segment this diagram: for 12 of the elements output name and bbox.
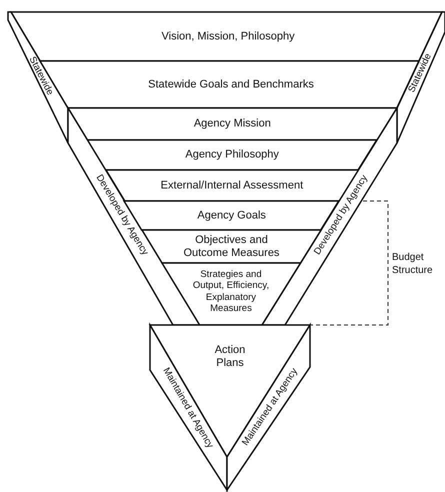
bracket-label: Budget Structure — [392, 252, 434, 277]
band-label: Action Plans — [214, 344, 246, 370]
funnel-band — [68, 108, 397, 140]
band-label: Agency Mission — [192, 117, 272, 131]
band-label: Objectives and Outcome Measures — [182, 233, 280, 260]
band-label: Statewide Goals and Benchmarks — [147, 78, 315, 92]
band-label: Agency Philosophy — [184, 148, 280, 162]
band-label: External/Internal Assessment — [160, 178, 304, 192]
band-label: Agency Goals — [196, 208, 267, 222]
funnel-band — [87, 140, 378, 170]
band-label: Vision, Mission, Philosophy — [160, 30, 296, 44]
band-label: Strategies and Output, Efficiency, Explanatory Measures — [192, 269, 270, 315]
